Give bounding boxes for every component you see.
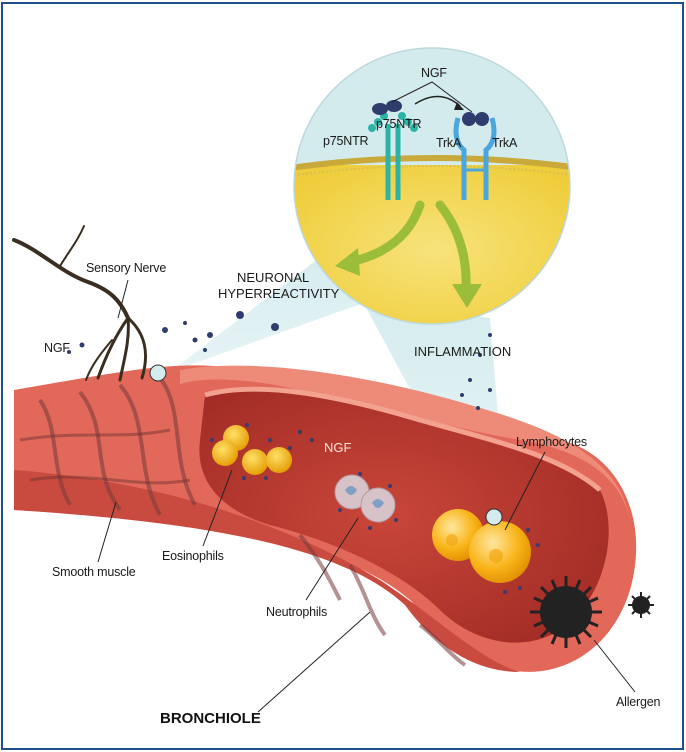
sensory-nerve (14, 226, 146, 380)
eosinophils-label: Eosinophils (162, 549, 224, 563)
neutrophils-label: Neutrophils (266, 605, 327, 619)
trka-label-right: TrkA (492, 136, 518, 150)
bronchiole (14, 365, 636, 672)
neuronal-magnifier (150, 365, 166, 381)
p75ntr-label-left: p75NTR (323, 134, 369, 148)
inflammation-label: INFLAMMATION (414, 344, 511, 359)
neuronal-label: NEURONAL (237, 270, 309, 285)
allergen-small (628, 592, 654, 618)
sensory-nerve-label: Sensory Nerve (86, 261, 166, 275)
ngf-left-label: NGF (44, 341, 70, 355)
bronchiole-label: BRONCHIOLE (160, 710, 261, 727)
ngf-top-label: NGF (421, 66, 447, 80)
lymphocytes-label: Lymphocytes (516, 435, 587, 449)
allergen-leader (594, 640, 635, 692)
hyperreactivity-label: HYPERREACTIVITY (218, 286, 340, 301)
bronchiole-leader (258, 612, 370, 712)
smooth-muscle-label: Smooth muscle (52, 565, 136, 579)
allergen-label: Allergen (616, 695, 661, 709)
p75ntr-label-right: p75NTR (376, 117, 422, 131)
inflammation-magnifier (486, 509, 502, 525)
ngf-lumen-label: NGF (324, 440, 352, 455)
trka-label-left: TrkA (436, 136, 462, 150)
